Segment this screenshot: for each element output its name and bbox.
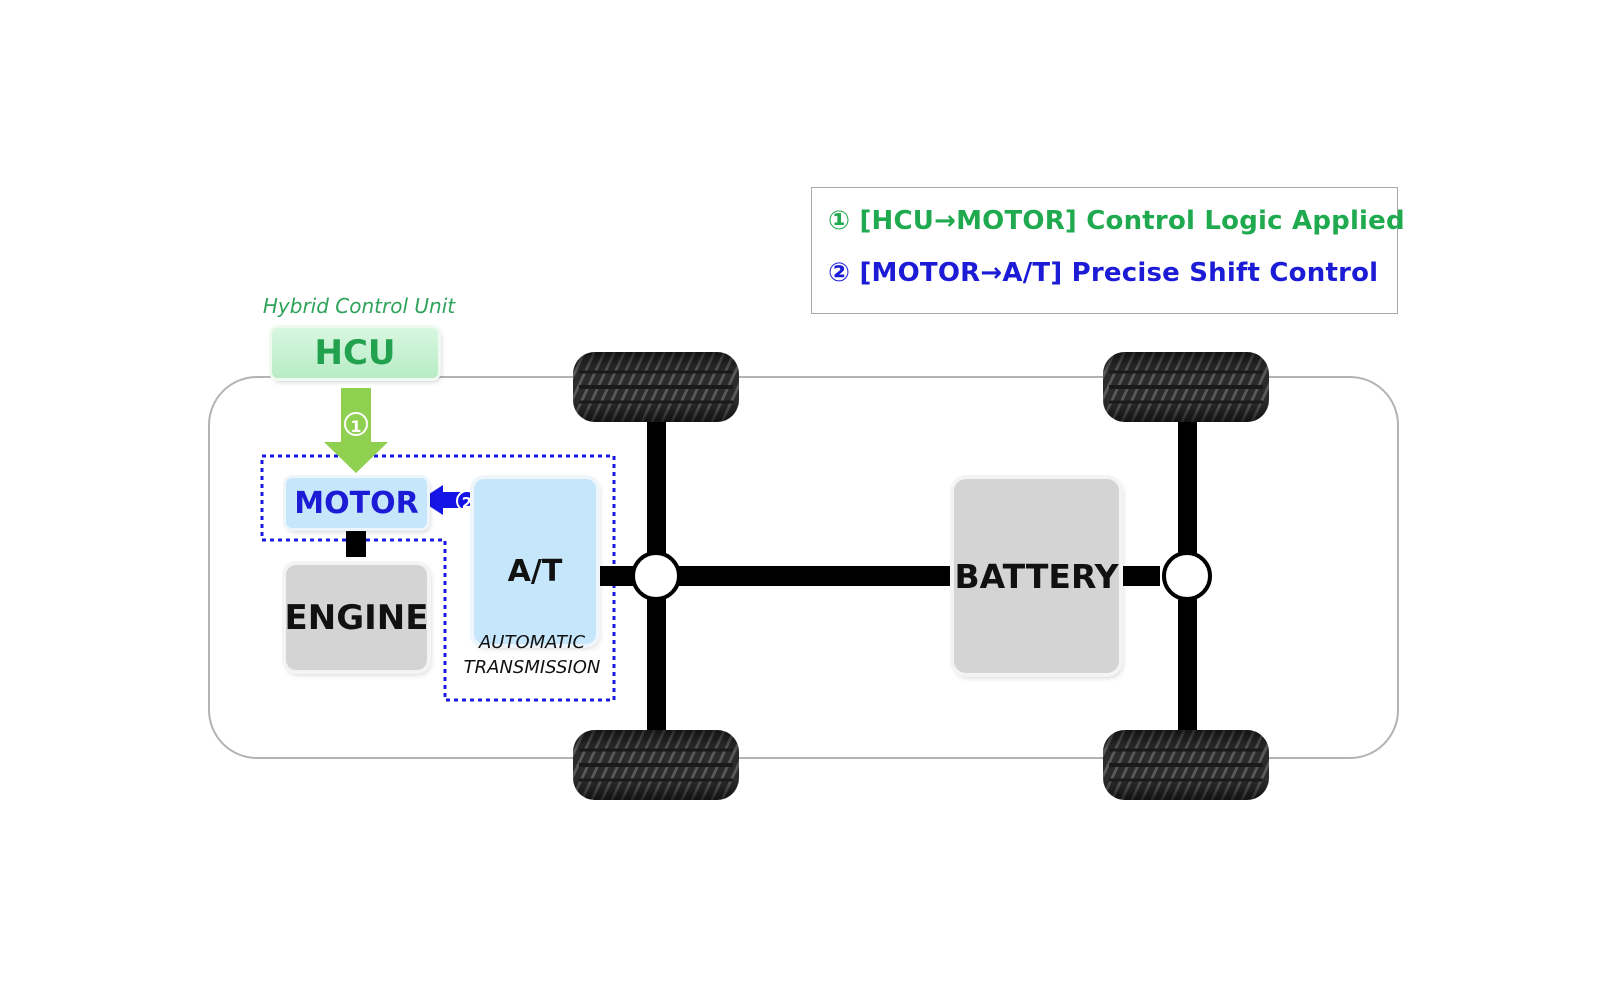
engine-label: ENGINE <box>284 597 429 638</box>
battery-block: BATTERY <box>954 479 1119 673</box>
legend-item-hcu-motor: ① [HCU→MOTOR] Control Logic Applied <box>828 206 1405 236</box>
legend-item-motor-at: ② [MOTOR→A/T] Precise Shift Control <box>828 258 1379 288</box>
battery-rear-shaft <box>1120 566 1160 586</box>
motor-block: MOTOR <box>286 478 427 528</box>
hcu-block: HCU <box>272 328 438 378</box>
marker-2-digit: 2 <box>461 494 473 512</box>
transmission-caption-line2: TRANSMISSION <box>463 657 601 678</box>
engine-block: ENGINE <box>284 565 429 670</box>
transmission-label: A/T <box>507 554 563 589</box>
hcu-caption: Hybrid Control Unit <box>262 294 456 318</box>
legend-box: ① [HCU→MOTOR] Control Logic Applied ② [M… <box>811 187 1405 314</box>
motor-label: MOTOR <box>294 485 419 521</box>
hcu-to-motor-arrow <box>324 388 388 473</box>
drive-shaft <box>676 566 956 586</box>
front-right-tire <box>571 728 741 802</box>
hybrid-module-dashed-outline <box>260 454 616 702</box>
front-differential <box>631 551 681 601</box>
front-left-tire <box>571 350 741 424</box>
rear-left-tire <box>1101 350 1271 424</box>
at-output-shaft <box>600 566 640 586</box>
hcu-label: HCU <box>314 333 396 373</box>
transmission-block: A/T <box>474 479 596 644</box>
rear-right-tire <box>1101 728 1271 802</box>
transmission-caption: AUTOMATIC TRANSMISSION <box>452 630 612 680</box>
battery-label: BATTERY <box>954 556 1119 596</box>
rear-differential <box>1162 551 1212 601</box>
motor-engine-shaft <box>346 527 366 557</box>
marker-1-digit: 1 <box>350 417 362 436</box>
marker-1-ring <box>344 412 368 436</box>
transmission-caption-line1: AUTOMATIC <box>478 632 586 653</box>
vehicle-body-outline <box>208 376 1399 759</box>
